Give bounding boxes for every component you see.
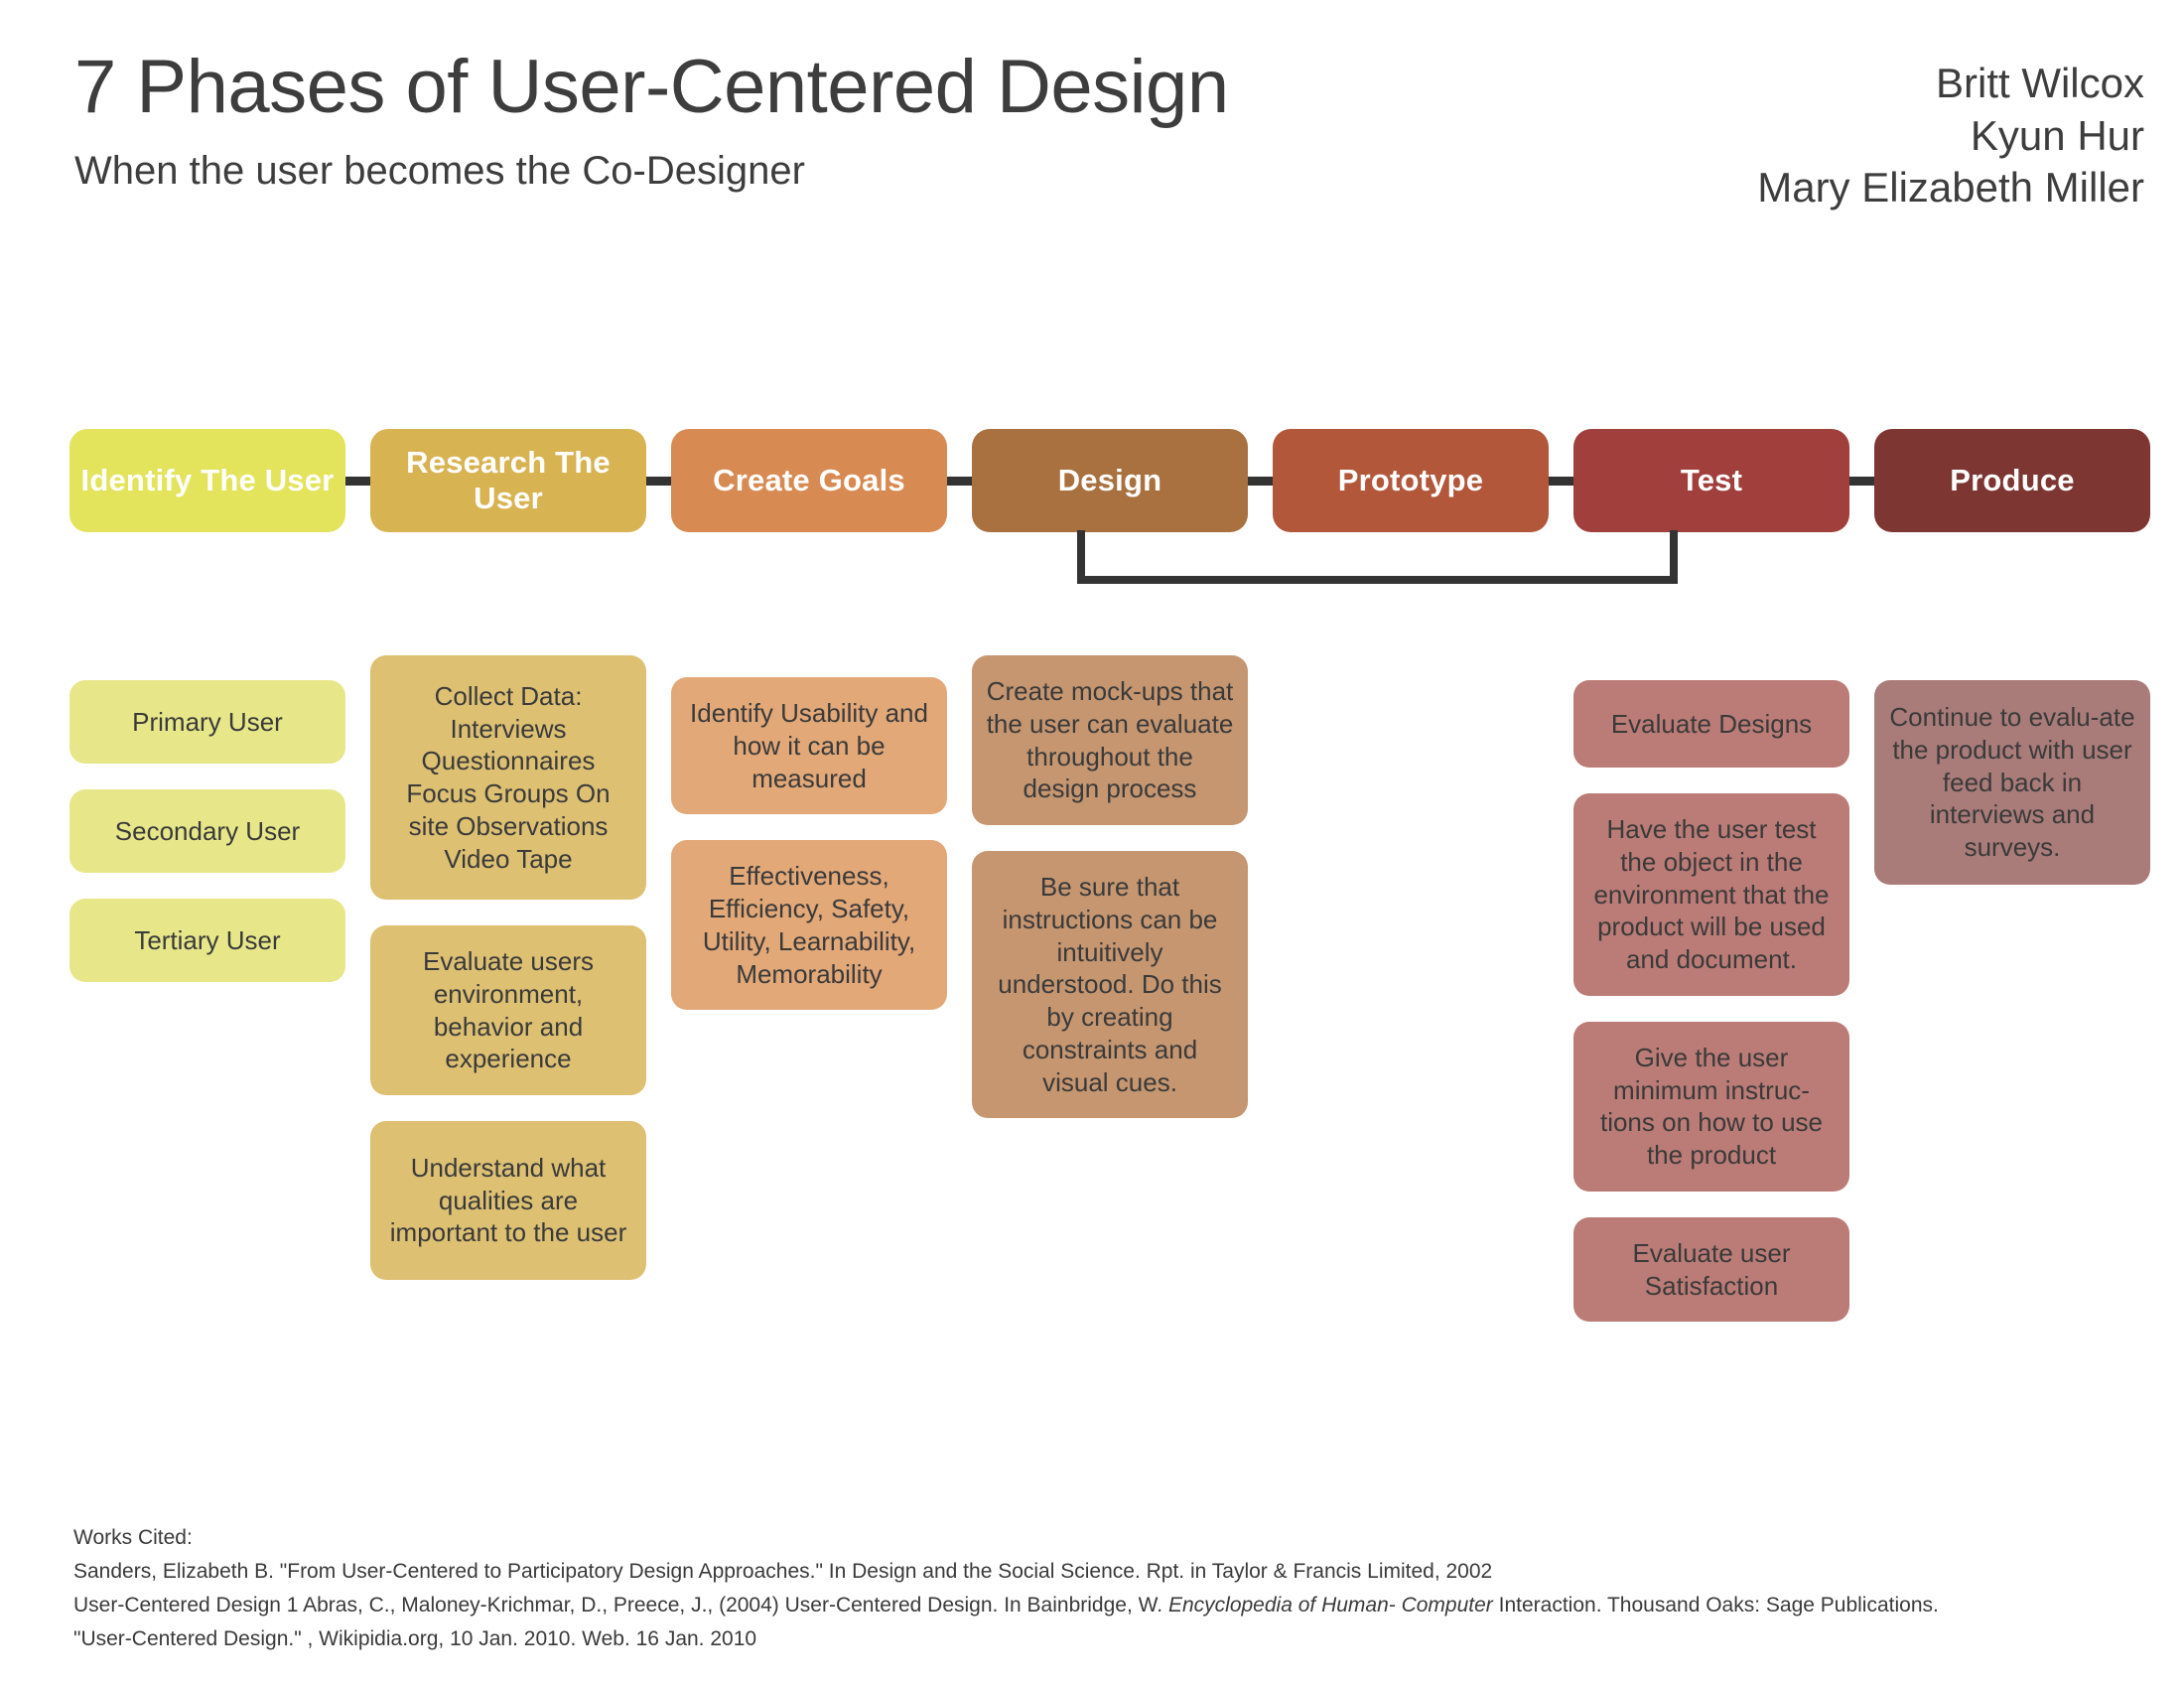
phase-column-create-goals: Identify Usability and how it can be mea… xyxy=(671,677,947,1036)
info-card[interactable]: Have the user test the object in the env… xyxy=(1573,793,1849,996)
author-name: Mary Elizabeth Miller xyxy=(1757,164,2144,211)
info-card-text: Collect Data: Interviews Questionnaires … xyxy=(406,680,611,874)
info-card-text: Have the user test the object in the env… xyxy=(1593,814,1830,974)
info-card-text: Tertiary User xyxy=(134,924,281,955)
info-card-text: Be sure that instructions can be intuiti… xyxy=(998,872,1222,1097)
phase-header-create-goals[interactable]: Create Goals xyxy=(671,429,947,532)
citation-text: Sanders, Elizabeth B. "From User-Centere… xyxy=(73,1560,1493,1584)
info-card-text: Continue to evalu-ate the product with u… xyxy=(1889,702,2135,863)
info-card-text: Identify Usability and how it can be mea… xyxy=(690,698,928,793)
page-title: 7 Phases of User-Centered Design xyxy=(74,45,1229,129)
title-block: 7 Phases of User-Centered Design When th… xyxy=(74,48,1564,193)
info-card-text: Understand what qualities are important … xyxy=(389,1152,627,1248)
phase-header-label: Identify The User xyxy=(80,463,335,497)
phase-column-research-the-user: Collect Data: Interviews Questionnaires … xyxy=(370,655,646,1306)
feedback-loop-bottom-bar xyxy=(1077,576,1678,584)
info-card[interactable]: Collect Data: Interviews Questionnaires … xyxy=(370,655,646,900)
phase-header-bar: Identify The User Research The User Create… xyxy=(69,429,2154,532)
phase-connector-3 xyxy=(947,477,972,486)
info-card[interactable]: Evaluate user Satisfaction xyxy=(1573,1216,1849,1323)
info-card-text: Evaluate users environment, behavior and… xyxy=(423,946,594,1074)
feedback-loop-right-leg xyxy=(1670,530,1678,584)
info-card[interactable]: Continue to evalu-ate the product with u… xyxy=(1874,680,2150,885)
info-card-text: Create mock-ups that the user can evalua… xyxy=(986,676,1234,804)
phase-header-label: Design xyxy=(1057,463,1162,497)
info-card-text: Evaluate user Satisfaction xyxy=(1632,1237,1791,1301)
info-card[interactable]: Primary User xyxy=(69,680,345,764)
phase-connector-4 xyxy=(1248,477,1273,486)
phase-header-label: Create Goals xyxy=(713,463,905,497)
citation-entry: "User-Centered Design." , Wikipidia.org,… xyxy=(73,1622,2109,1656)
feedback-loop-left-leg xyxy=(1077,530,1085,584)
info-card[interactable]: Identify Usability and how it can be mea… xyxy=(671,677,947,815)
citation-text: "User-Centered Design." , Wikipidia.org,… xyxy=(73,1627,757,1651)
phase-connector-5 xyxy=(1549,477,1573,486)
phase-column-produce: Continue to evalu-ate the product with u… xyxy=(1874,680,2150,911)
citation-text-tail: Interaction. Thousand Oaks: Sage Publica… xyxy=(1492,1594,1939,1618)
poster-header: 7 Phases of User-Centered Design When th… xyxy=(0,0,2184,298)
citation-title-italic: Encyclopedia of Human- Computer xyxy=(1167,1594,1493,1618)
phase-header-identify-the-user[interactable]: Identify The User xyxy=(69,429,345,532)
author-name: Kyun Hur xyxy=(1970,111,2144,159)
phase-connector-6 xyxy=(1849,477,1874,486)
feedback-loop-connector xyxy=(1077,530,1678,584)
phase-header-research-the-user[interactable]: Research The User xyxy=(370,429,646,532)
info-card-text: Evaluate Designs xyxy=(1610,708,1813,739)
phase-header-prototype[interactable]: Prototype xyxy=(1273,429,1549,532)
info-card[interactable]: Effectiveness, Efficiency, Safety, Utili… xyxy=(671,840,947,1011)
works-cited-heading: Works Cited: xyxy=(73,1526,193,1549)
phase-connector-1 xyxy=(345,477,370,486)
info-card[interactable]: Create mock-ups that the user can evalua… xyxy=(972,655,1248,825)
citation-text: User-Centered Design 1 Abras, C., Malone… xyxy=(73,1594,1168,1618)
works-cited-section: Works Cited: Sanders, Elizabeth B. "From… xyxy=(73,1521,2109,1656)
phase-header-label: Prototype xyxy=(1337,463,1484,497)
citation-entry: Sanders, Elizabeth B. "From User-Centere… xyxy=(73,1555,2109,1589)
phase-header-label: Research The User xyxy=(406,445,611,515)
phase-header-design[interactable]: Design xyxy=(972,429,1248,532)
info-card-text: Primary User xyxy=(132,706,283,737)
info-card-text: Secondary User xyxy=(114,815,301,846)
citation-entry: User-Centered Design 1 Abras, C., Malone… xyxy=(73,1589,2109,1622)
info-card[interactable]: Secondary User xyxy=(69,789,345,873)
phase-header-label: Test xyxy=(1680,463,1743,497)
info-card[interactable]: Evaluate users environment, behavior and… xyxy=(370,925,646,1095)
info-card[interactable]: Be sure that instructions can be intuiti… xyxy=(972,851,1248,1119)
phase-header-test[interactable]: Test xyxy=(1573,429,1849,532)
info-card[interactable]: Understand what qualities are important … xyxy=(370,1121,646,1280)
info-card[interactable]: Tertiary User xyxy=(69,899,345,982)
info-card-text: Effectiveness, Efficiency, Safety, Utili… xyxy=(702,861,916,989)
info-card[interactable]: Give the user minimum instruc-tions on h… xyxy=(1573,1021,1849,1192)
info-card-text: Give the user minimum instruc-tions on h… xyxy=(1599,1042,1824,1170)
phase-column-design: Create mock-ups that the user can evalua… xyxy=(972,655,1248,1144)
phase-header-label: Produce xyxy=(1950,463,2075,497)
phase-header-produce[interactable]: Produce xyxy=(1874,429,2150,532)
info-card[interactable]: Evaluate Designs xyxy=(1573,680,1849,768)
phase-connector-2 xyxy=(646,477,671,486)
page-subtitle: When the user becomes the Co-Designer xyxy=(74,148,805,193)
author-name: Britt Wilcox xyxy=(1936,60,2144,106)
